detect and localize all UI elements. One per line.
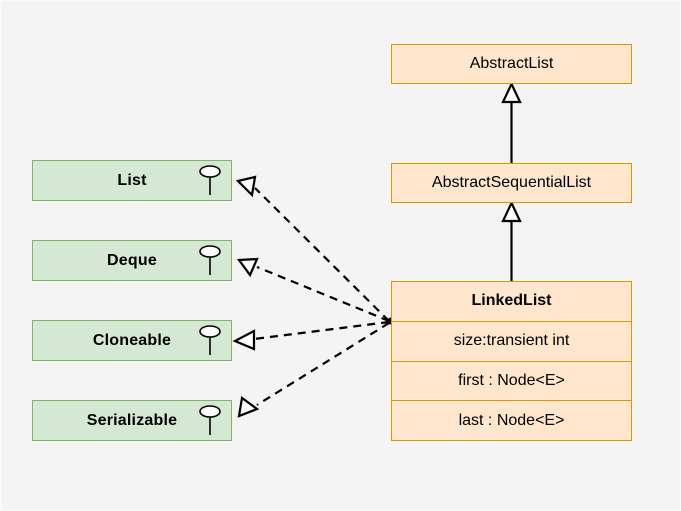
class-attribute-row: last : Node<E> [392, 400, 631, 440]
class-attribute-row: size:transient int [392, 320, 631, 361]
interface-label-list: List [117, 171, 147, 189]
edge-linkedlist-to-abstractsequentiallist [501, 200, 522, 281]
class-title-linkedlist: LinkedList [471, 292, 552, 310]
class-attribute-row: first : Node<E> [392, 360, 631, 401]
class-box-abstractlist[interactable]: AbstractList [391, 44, 632, 84]
class-title-abstractsequentiallist: AbstractSequentialList [431, 174, 592, 191]
interface-box-serializable[interactable]: Serializable [32, 400, 232, 441]
interface-lollipop-icon [199, 165, 221, 195]
interface-box-list[interactable]: List [32, 160, 232, 201]
class-title-abstractlist: AbstractList [469, 55, 554, 72]
interface-lollipop-icon [199, 245, 221, 275]
edge-abstractsequentiallist-to-abstractlist [501, 81, 522, 163]
interface-box-deque[interactable]: Deque [32, 240, 232, 281]
interface-label-cloneable: Cloneable [92, 331, 172, 349]
class-box-linkedlist[interactable]: LinkedList size:transient int first : No… [391, 281, 632, 441]
interface-lollipop-icon [199, 325, 221, 355]
class-box-abstractsequentiallist[interactable]: AbstractSequentialList [391, 163, 632, 203]
edge-linkedlist-realizes-cloneable [232, 320, 390, 351]
interface-label-deque: Deque [107, 251, 157, 269]
interface-lollipop-icon [199, 405, 221, 435]
interface-label-serializable: Serializable [86, 411, 178, 429]
edge-linkedlist-realizes-list [235, 175, 390, 322]
edge-linkedlist-realizes-deque [236, 257, 390, 323]
edge-linkedlist-realizes-serializable [237, 322, 390, 418]
interface-box-cloneable[interactable]: Cloneable [32, 320, 232, 361]
